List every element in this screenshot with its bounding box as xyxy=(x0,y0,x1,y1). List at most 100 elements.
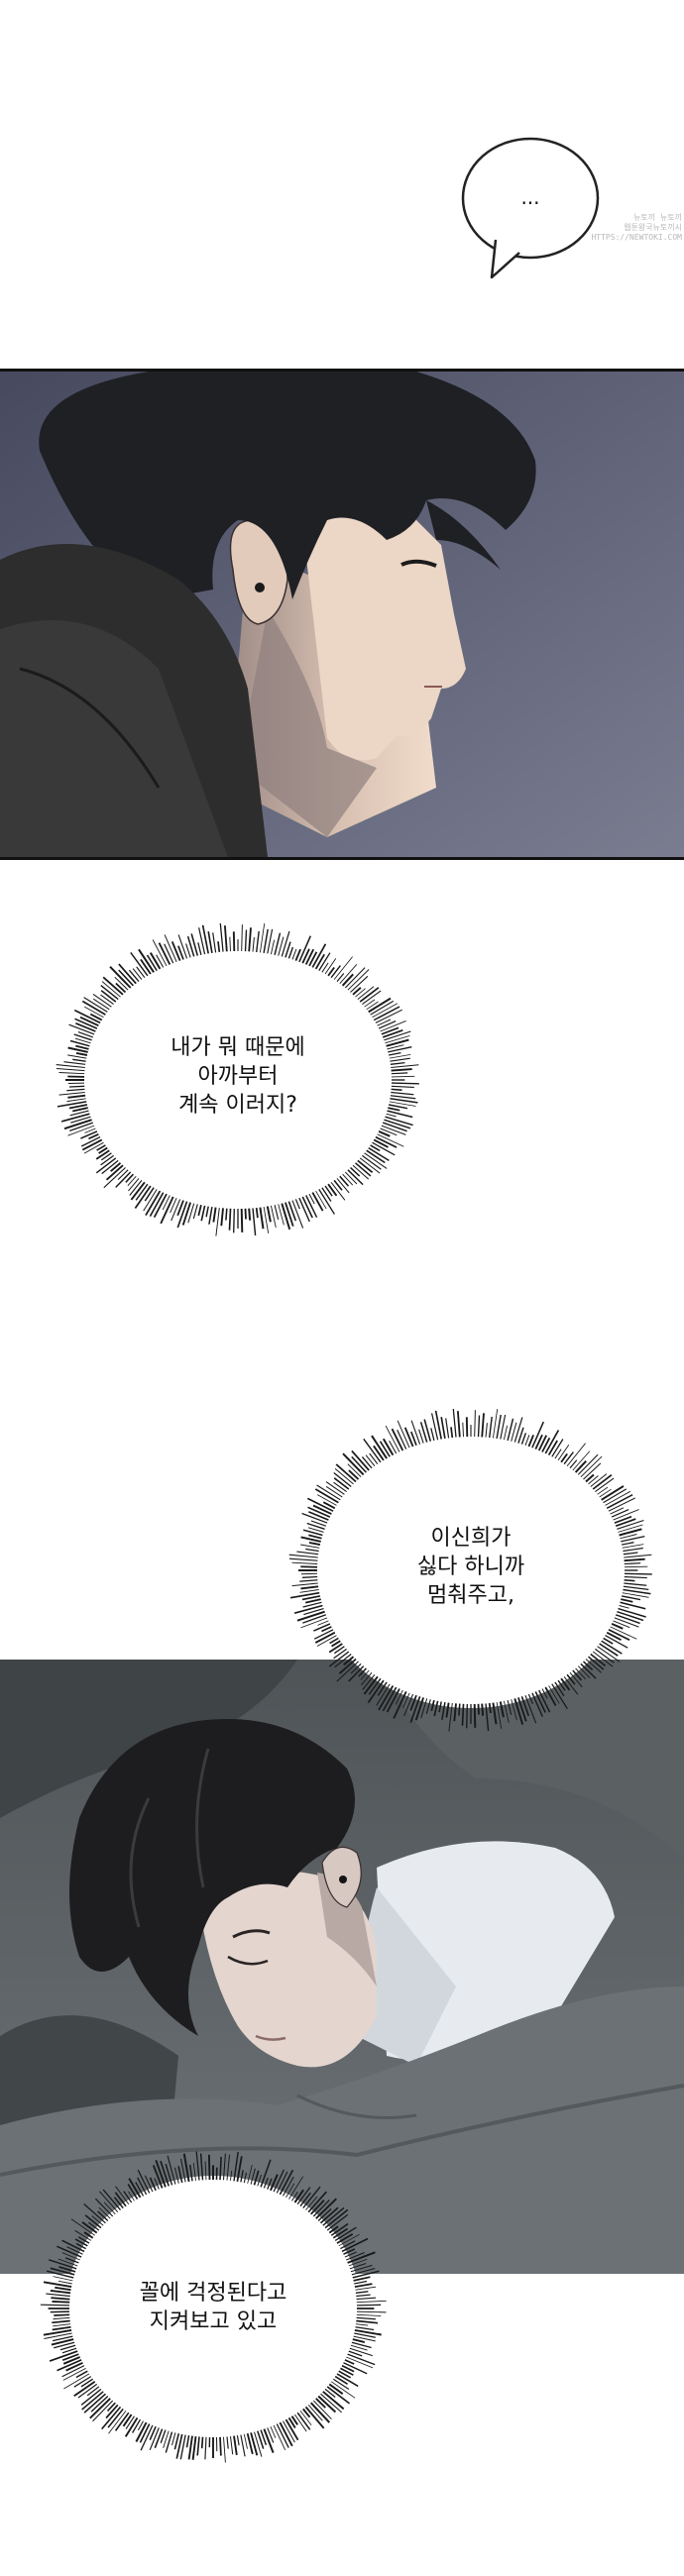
burst-spike xyxy=(551,1439,564,1457)
burst-spike xyxy=(304,1598,321,1604)
burst-spike xyxy=(67,1054,87,1059)
burst-spike xyxy=(608,1629,630,1642)
burst-spike xyxy=(89,1013,103,1021)
burst-spike xyxy=(334,1468,354,1485)
burst-spike xyxy=(71,1107,88,1113)
burst-spike xyxy=(107,2408,124,2428)
burst-spike xyxy=(84,1127,96,1133)
burst-spike xyxy=(149,2427,160,2451)
burst-spike xyxy=(67,1125,95,1136)
burst-spike xyxy=(441,1701,446,1720)
burst-spike xyxy=(364,999,376,1008)
burst-spike xyxy=(155,2159,167,2188)
burst-spike xyxy=(248,927,252,952)
burst-spike xyxy=(351,1455,367,1473)
burst-spike xyxy=(229,936,231,952)
burst-spike xyxy=(378,1020,397,1029)
burst-spike xyxy=(302,1601,322,1608)
burst-spike xyxy=(397,1429,407,1449)
burst-spike xyxy=(624,1582,647,1586)
burst-spike xyxy=(496,1702,503,1729)
burst-spike xyxy=(496,1414,502,1440)
burst-spike xyxy=(341,2237,369,2253)
burst-spike xyxy=(72,1058,86,1062)
burst-spike xyxy=(386,1688,400,1713)
burst-spike xyxy=(92,993,112,1008)
burst-spike xyxy=(57,2245,82,2258)
burst-spike xyxy=(346,2251,365,2261)
burst-spike xyxy=(347,1463,362,1478)
burst-spike xyxy=(534,1691,546,1713)
burst-spike xyxy=(61,2353,79,2361)
burst-spike xyxy=(106,2402,116,2413)
burst-spike xyxy=(285,2418,299,2441)
thought-bubble-1: 내가 뭐 때문에 아까부터 계속 이러지? xyxy=(55,921,421,1238)
burst-spike xyxy=(541,1437,551,1452)
burst-spike xyxy=(115,1171,132,1188)
burst-spike xyxy=(307,1506,331,1518)
burst-spike xyxy=(583,1462,602,1480)
burst-spike xyxy=(57,2359,82,2372)
burst-spike xyxy=(380,1127,398,1136)
burst-spike xyxy=(344,1171,358,1185)
burst-spike xyxy=(176,1200,184,1217)
burst-spike xyxy=(149,1192,165,1217)
burst-spike xyxy=(274,932,282,955)
burst-spike xyxy=(324,2208,349,2229)
burst-spike xyxy=(580,1663,597,1679)
burst-spike xyxy=(152,939,168,967)
burst-spike xyxy=(366,1001,379,1011)
burst-spike xyxy=(391,1091,414,1096)
burst-spike xyxy=(74,2238,88,2247)
burst-spike xyxy=(52,2335,73,2342)
burst-spike xyxy=(338,1658,357,1674)
burst-spike xyxy=(409,1694,417,1711)
burst-spike xyxy=(333,1477,350,1490)
burst-spike xyxy=(46,2293,70,2298)
burst-spike xyxy=(296,2187,311,2205)
burst-spike xyxy=(62,2356,81,2365)
burst-spike xyxy=(465,1417,469,1438)
burst-spike xyxy=(276,2423,289,2448)
burst-spike xyxy=(615,1614,640,1625)
burst-spike xyxy=(328,1651,350,1667)
burst-spike xyxy=(310,1520,326,1527)
burst-spike xyxy=(130,1181,146,1201)
burst-spike xyxy=(390,1057,410,1062)
burst-spike xyxy=(382,1686,398,1712)
thought-3-text: 꼴에 걱정된다고 지켜보고 있고 xyxy=(40,2279,387,2336)
burst-spike xyxy=(381,1026,399,1035)
burst-spike xyxy=(608,1497,635,1512)
burst-spike xyxy=(165,2163,173,2186)
burst-spike xyxy=(348,1665,365,1682)
burst-spike xyxy=(296,2412,311,2430)
burst-spike xyxy=(167,2155,176,2185)
burst-spike xyxy=(348,2350,363,2357)
burst-spike xyxy=(300,1617,328,1629)
burst-spike xyxy=(507,1418,514,1442)
burst-spike xyxy=(244,929,248,952)
burst-spike xyxy=(334,1654,352,1668)
burst-spike xyxy=(103,2201,116,2215)
burst-spike xyxy=(390,1095,416,1100)
burst-spike xyxy=(309,2402,331,2423)
burst-spike xyxy=(321,1187,332,1202)
burst-spike xyxy=(127,2184,139,2200)
burst-spike xyxy=(219,2436,222,2456)
burst-spike xyxy=(384,1119,411,1129)
burst-spike xyxy=(311,1192,324,1212)
burst-spike xyxy=(243,2433,248,2449)
burst-spike xyxy=(574,1460,587,1473)
burst-spike xyxy=(391,1064,419,1069)
burst-spike xyxy=(336,2233,354,2244)
burst-spike xyxy=(94,2198,114,2217)
burst-spike xyxy=(319,2206,339,2224)
burst-spike xyxy=(601,1485,625,1501)
burst-spike xyxy=(592,1474,613,1490)
burst-spike xyxy=(69,1039,90,1047)
burst-spike xyxy=(197,1204,202,1217)
burst-spike xyxy=(240,2434,246,2457)
burst-spike xyxy=(122,2414,133,2427)
burst-spike xyxy=(68,1104,88,1110)
burst-spike xyxy=(333,1646,345,1655)
